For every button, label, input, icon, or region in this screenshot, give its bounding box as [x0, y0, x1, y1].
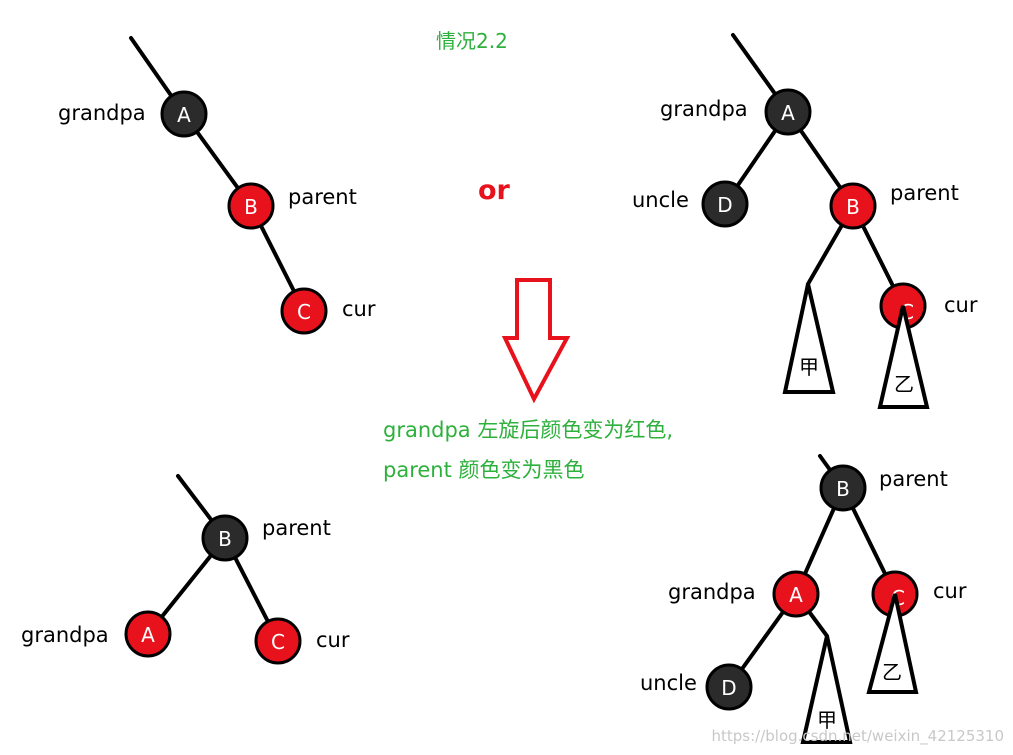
note-line-2: parent 颜色变为黑色	[383, 458, 585, 482]
label-parent: parent	[262, 516, 331, 540]
down-arrow-icon	[501, 278, 571, 404]
subtree-right-label: 乙	[894, 372, 914, 396]
label-cur: cur	[933, 579, 967, 603]
label-grandpa: grandpa	[58, 101, 146, 125]
subtree-left-label: 甲	[799, 355, 819, 379]
node-a-red	[124, 610, 172, 658]
node-b-black	[819, 464, 867, 512]
label-cur: cur	[944, 293, 978, 317]
node-b-red	[227, 182, 275, 230]
watermark-text: https://blog.csdn.net/weixin_42125310	[711, 727, 1004, 746]
or-label: or	[478, 175, 511, 206]
case-title: 情况2.2	[436, 29, 508, 53]
label-cur: cur	[316, 628, 350, 652]
node-d-label: D	[721, 676, 736, 700]
label-cur: cur	[342, 297, 376, 321]
node-d-black	[705, 663, 753, 711]
node-a-black	[764, 88, 812, 136]
node-d-label: D	[717, 193, 732, 217]
label-grandpa: grandpa	[660, 97, 748, 121]
subtree-right-triangle	[866, 593, 919, 694]
diagram-before-with-subtrees: 甲 A D B C 乙 grandpa uncle parent cur	[632, 33, 978, 409]
subtree-right-triangle	[877, 305, 930, 409]
note-line-1: grandpa 左旋后颜色变为红色,	[383, 418, 673, 442]
subtree-right-label: 乙	[882, 660, 902, 684]
label-uncle: uncle	[632, 188, 689, 212]
node-c-red	[254, 617, 302, 665]
node-a-red	[772, 570, 820, 618]
node-b-label: B	[218, 527, 232, 551]
label-parent: parent	[288, 185, 357, 209]
node-c-red	[280, 287, 328, 335]
subtree-left-triangle	[782, 283, 836, 394]
node-a-label: A	[789, 583, 803, 607]
node-c-label: C	[297, 300, 311, 324]
label-parent: parent	[879, 467, 948, 491]
node-d-black	[701, 180, 749, 228]
node-b-red	[829, 182, 877, 230]
label-grandpa: grandpa	[21, 623, 109, 647]
node-a-label: A	[141, 623, 155, 647]
subtree-left-label: 甲	[817, 708, 837, 732]
diagram-after-simple: B A C parent grandpa cur	[21, 474, 350, 665]
label-parent: parent	[890, 181, 959, 205]
node-b-label: B	[244, 195, 258, 219]
node-a-label: A	[177, 103, 191, 127]
node-b-black	[201, 514, 249, 562]
diagram-before-simple: A B C grandpa parent cur	[58, 36, 376, 335]
node-b-label: B	[846, 195, 860, 219]
node-a-black	[160, 90, 208, 138]
subtree-left-triangle	[800, 635, 853, 744]
label-grandpa: grandpa	[668, 580, 756, 604]
diagram-after-with-subtrees: 甲 B A C 乙 D parent grandpa cur uncle	[640, 454, 967, 744]
node-b-label: B	[836, 477, 850, 501]
node-a-label: A	[781, 101, 795, 125]
node-c-label: C	[271, 630, 285, 654]
label-uncle: uncle	[640, 671, 697, 695]
